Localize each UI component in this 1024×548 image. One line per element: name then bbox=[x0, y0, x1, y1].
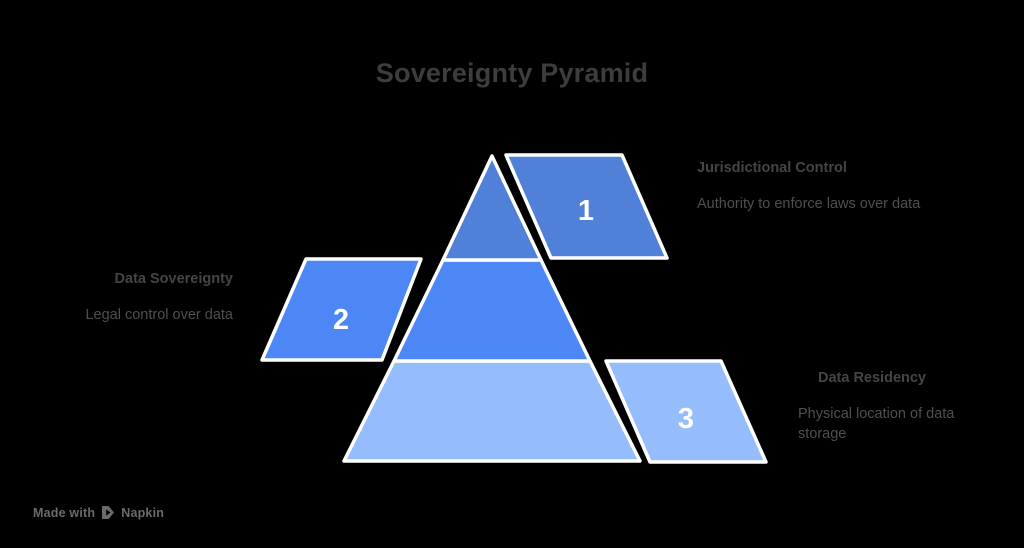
page-title: Sovereignty Pyramid bbox=[375, 58, 649, 88]
callout-data-residency: Data Residency Physical location of data… bbox=[798, 369, 998, 444]
pyramid-tab-2-number: 2 bbox=[333, 304, 349, 336]
callout-1-title: Jurisdictional Control bbox=[697, 160, 847, 176]
pyramid-tab-1-number: 1 bbox=[578, 195, 594, 227]
callout-3-title: Data Residency bbox=[818, 370, 926, 386]
pyramid-band-3[interactable] bbox=[342, 359, 642, 463]
napkin-watermark[interactable]: Made with Napkin bbox=[33, 505, 164, 520]
pyramid-band-2[interactable] bbox=[392, 258, 592, 363]
pyramid-band-1[interactable] bbox=[441, 154, 543, 262]
watermark-brand: Napkin bbox=[121, 505, 165, 520]
callout-1-description: Authority to enforce laws over data bbox=[697, 196, 921, 213]
napkin-logo-icon bbox=[101, 505, 115, 520]
callout-2-title: Data Sovereignty bbox=[114, 271, 233, 287]
watermark-prefix: Made with bbox=[33, 505, 96, 520]
callout-3-description: Physical location of data storage bbox=[798, 406, 955, 442]
pyramid-tab-3-number: 3 bbox=[678, 403, 694, 435]
pyramid-tab-2[interactable] bbox=[260, 257, 423, 362]
callout-jurisdictional-control: Jurisdictional Control Authority to enfo… bbox=[697, 159, 927, 215]
callout-2-description: Legal control over data bbox=[85, 307, 233, 324]
pyramid-tab-3[interactable] bbox=[604, 359, 768, 464]
pyramid-tab-1[interactable] bbox=[504, 153, 669, 260]
callout-data-sovereignty: Data Sovereignty Legal control over data bbox=[28, 270, 233, 326]
